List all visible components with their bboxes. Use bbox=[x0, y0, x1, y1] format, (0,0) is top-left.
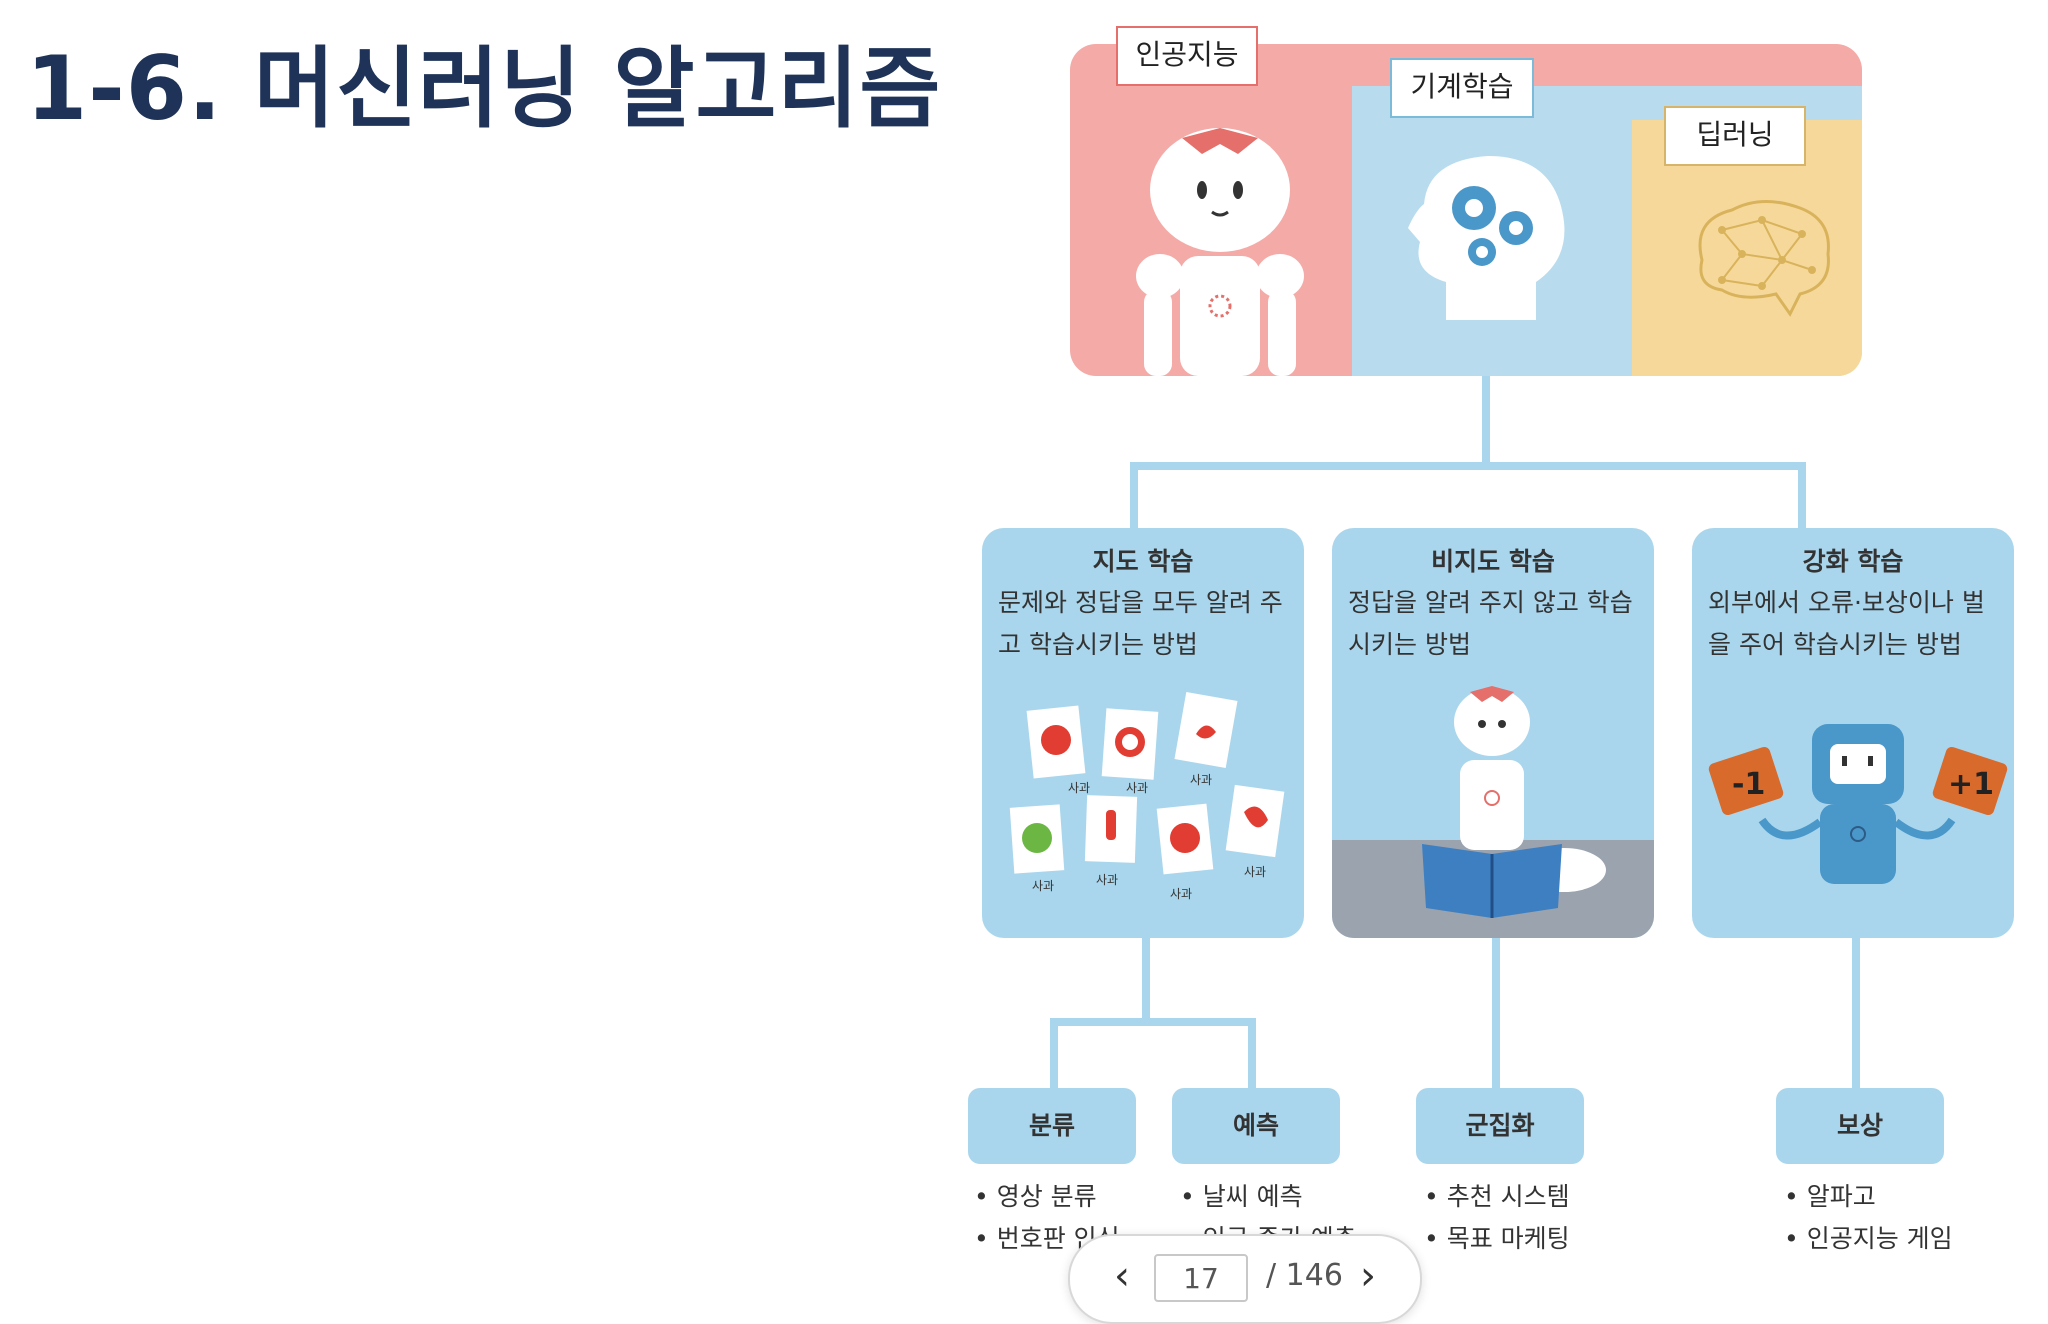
connector bbox=[1050, 1018, 1256, 1026]
connector bbox=[1130, 462, 1138, 532]
minus-score-label: -1 bbox=[1732, 767, 1765, 802]
learning-desc: 정답을 알려 주지 않고 학습시키는 방법 bbox=[1348, 582, 1640, 666]
category-reward: 보상 bbox=[1776, 1088, 1944, 1164]
learning-title: 비지도 학습 bbox=[1332, 542, 1654, 578]
category-item: • 추천 시스템 bbox=[1424, 1176, 1570, 1218]
ml-label: 기계학습 bbox=[1390, 58, 1534, 118]
connector bbox=[1050, 1018, 1058, 1090]
page-number-input[interactable] bbox=[1154, 1254, 1248, 1302]
supervised-learning-box: 지도 학습 문제와 정답을 모두 알려 주고 학습시키는 방법 사과 bbox=[982, 528, 1304, 938]
slide-title: 1-6. 머신러닝 알고리즘 bbox=[26, 18, 941, 145]
category-item: • 알파고 bbox=[1784, 1176, 1876, 1218]
card-label: 사과 bbox=[1170, 887, 1192, 901]
connector bbox=[1130, 462, 1806, 470]
page-navigator: ‹ / 146 › bbox=[1068, 1234, 1422, 1324]
category-clustering: 군집화 bbox=[1416, 1088, 1584, 1164]
learning-desc: 문제와 정답을 모두 알려 주고 학습시키는 방법 bbox=[998, 582, 1290, 666]
connector bbox=[1492, 938, 1500, 1090]
category-prediction: 예측 bbox=[1172, 1088, 1340, 1164]
score-robot-illustration: -1 +1 bbox=[1702, 700, 2012, 920]
dl-label: 딥러닝 bbox=[1664, 106, 1806, 166]
reinforcement-learning-box: 강화 학습 외부에서 오류·보상이나 벌을 주어 학습시키는 방법 -1 +1 bbox=[1692, 528, 2014, 938]
card-label: 사과 bbox=[1190, 773, 1212, 787]
card-label: 사과 bbox=[1032, 879, 1054, 893]
connector bbox=[1852, 938, 1860, 1090]
learning-title: 강화 학습 bbox=[1692, 542, 2014, 578]
neural-brain-icon bbox=[1682, 190, 1842, 320]
apple-cards-illustration: 사과 사과 사과 사과 사과 사과 사과 bbox=[1000, 688, 1290, 928]
learning-desc: 외부에서 오류·보상이나 벌을 주어 학습시키는 방법 bbox=[1708, 582, 2000, 666]
unsupervised-learning-box: 비지도 학습 정답을 알려 주지 않고 학습시키는 방법 bbox=[1332, 528, 1654, 938]
category-item: • 영상 분류 bbox=[974, 1176, 1097, 1218]
ml-algorithm-diagram: 인공지능 기계학습 딥러닝 bbox=[960, 0, 2048, 1314]
connector bbox=[1142, 938, 1150, 1024]
connector bbox=[1482, 376, 1490, 470]
category-item: • 날씨 예측 bbox=[1180, 1176, 1303, 1218]
category-item: • 인공지능 게임 bbox=[1784, 1218, 1953, 1260]
category-classification: 분류 bbox=[968, 1088, 1136, 1164]
gear-head-icon bbox=[1406, 150, 1576, 330]
card-label: 사과 bbox=[1126, 781, 1148, 795]
ai-label: 인공지능 bbox=[1116, 26, 1258, 86]
connector bbox=[1248, 1018, 1256, 1090]
card-label: 사과 bbox=[1096, 873, 1118, 887]
card-label: 사과 bbox=[1244, 865, 1266, 879]
plus-score-label: +1 bbox=[1948, 767, 1994, 802]
page-total: / 146 bbox=[1266, 1258, 1343, 1293]
category-item: • 목표 마케팅 bbox=[1424, 1218, 1570, 1260]
robot-illustration bbox=[1120, 120, 1320, 376]
connector bbox=[1798, 462, 1806, 532]
reading-robot-illustration bbox=[1382, 674, 1612, 924]
chevron-left-icon[interactable]: ‹ bbox=[1102, 1256, 1142, 1296]
card-label: 사과 bbox=[1068, 781, 1090, 795]
chevron-right-icon[interactable]: › bbox=[1348, 1256, 1388, 1296]
learning-title: 지도 학습 bbox=[982, 542, 1304, 578]
